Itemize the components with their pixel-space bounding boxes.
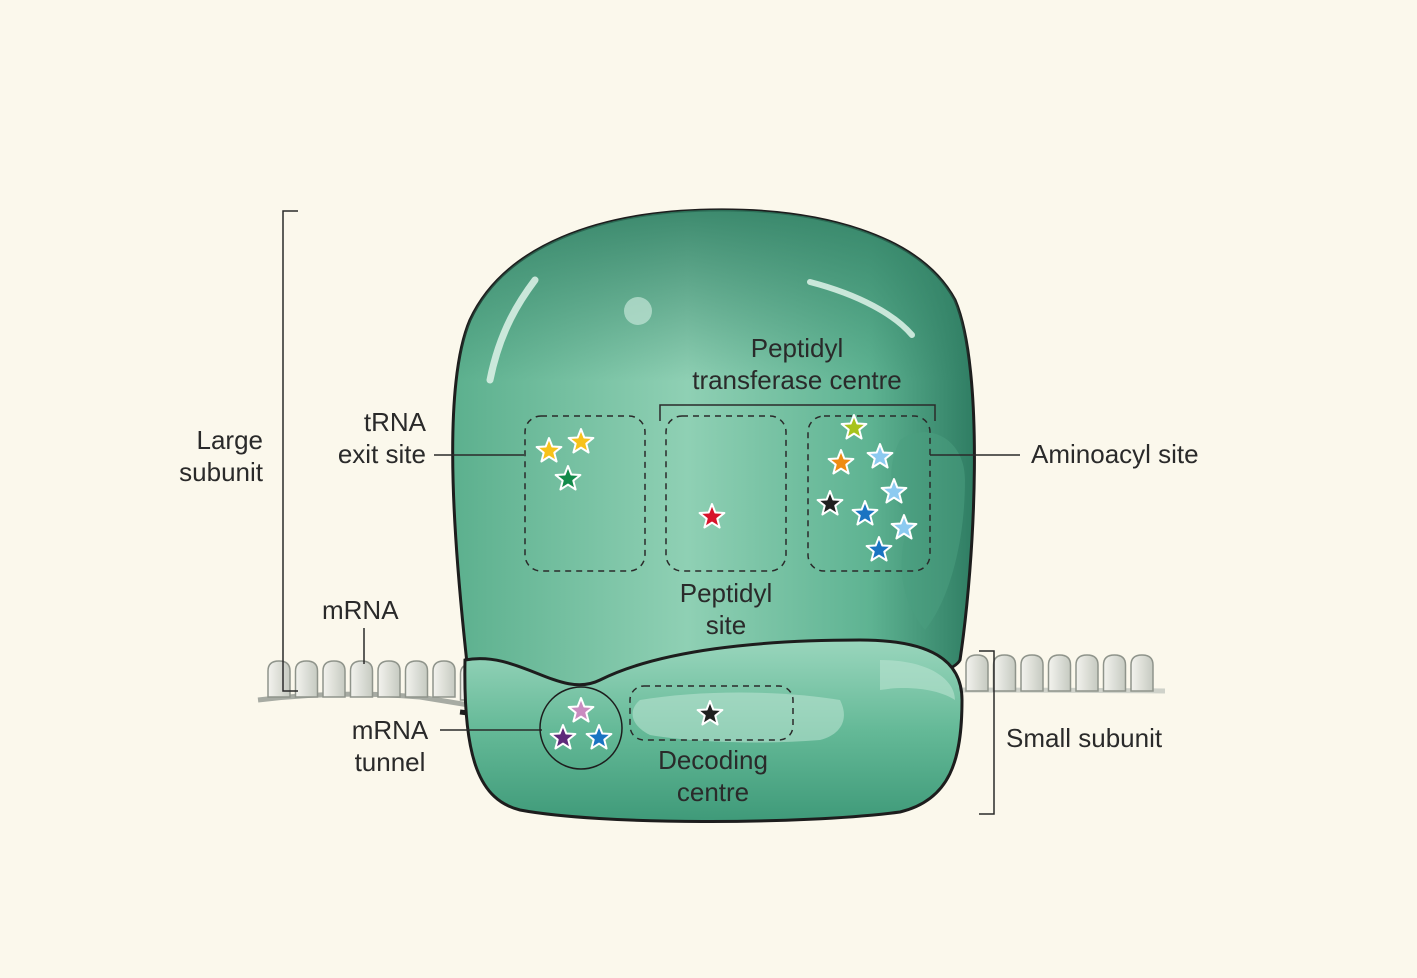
mrna-nucleotide xyxy=(294,660,319,698)
trna-exit-site-star xyxy=(554,465,582,491)
aminoacyl-site-star xyxy=(816,490,844,516)
aminoacyl-site-star xyxy=(851,500,879,526)
small-subunit-shape xyxy=(463,638,964,823)
mrna-tunnel-star xyxy=(585,724,613,750)
aminoacyl-site-star xyxy=(866,443,894,469)
annotation-lines xyxy=(282,210,1020,815)
peptidyl-site-label: Peptidyl site xyxy=(646,577,806,641)
aminoacyl-site-label: Aminoacyl site xyxy=(1031,439,1199,469)
aminoacyl-site-box xyxy=(807,415,931,572)
mrna-nucleotides-right xyxy=(965,654,1154,692)
mrna-nucleotide xyxy=(992,654,1017,692)
mrna-nucleotide xyxy=(1047,654,1072,692)
mrna-nucleotide xyxy=(1075,654,1099,692)
peptidyl-site-box xyxy=(665,415,787,572)
peptidyl-transferase-label-line2: transferase centre xyxy=(692,365,902,395)
mrna-nucleotide xyxy=(322,660,346,698)
decoding-centre-label-line2: centre xyxy=(676,777,750,807)
trna-exit-site-box xyxy=(524,415,646,572)
small-subunit-bracket xyxy=(979,650,995,815)
mrna-nucleotide xyxy=(404,660,429,698)
mrna-nucleotide xyxy=(432,660,456,698)
mrna-nucleotide xyxy=(1102,654,1127,692)
mrna-nucleotide xyxy=(965,654,989,692)
mrna-nucleotide xyxy=(267,660,291,698)
site-boxes xyxy=(524,415,931,741)
aminoacyl-site-star xyxy=(865,536,893,562)
trna-exit-site-star xyxy=(567,428,595,454)
decoding-centre-label: Decoding centre xyxy=(633,744,793,808)
mrna-nucleotide xyxy=(1130,654,1154,692)
mrna-nucleotide xyxy=(349,660,374,698)
mrna-tunnel-star xyxy=(567,697,595,723)
mrna-tunnel-label-line2: tunnel xyxy=(354,747,426,777)
peptidyl-site-star xyxy=(698,503,726,529)
large-subunit-bracket xyxy=(282,210,298,692)
decoding-centre-box xyxy=(629,685,794,741)
decoding-centre-star xyxy=(696,700,724,726)
trna-exit-site-label-line1: tRNA xyxy=(363,407,426,437)
large-subunit-label: Large subunit xyxy=(150,424,263,488)
peptidyl-transferase-label-line1: Peptidyl xyxy=(750,333,844,363)
large-subunit-label-line2: subunit xyxy=(179,457,263,487)
trna-exit-site-star xyxy=(535,437,563,463)
trna-exit-site-label-line2: exit site xyxy=(337,439,426,469)
peptidyl-site-label-line2: site xyxy=(705,610,747,640)
mrna-nucleotide xyxy=(1020,654,1044,692)
aminoacyl-site-star xyxy=(890,514,918,540)
peptidyl-site-label-line1: Peptidyl xyxy=(679,578,773,608)
site-stars xyxy=(535,414,918,750)
aminoacyl-site-star xyxy=(840,414,868,440)
mrna-tunnel-star xyxy=(549,724,577,750)
large-subunit-shape xyxy=(451,208,976,702)
aminoacyl-site-star xyxy=(880,478,908,504)
aminoacyl-site-star xyxy=(827,449,855,475)
peptidyl-transferase-bracket xyxy=(659,404,936,421)
large-subunit-label-line1: Large xyxy=(196,425,264,455)
mrna-tunnel-label-line1: mRNA xyxy=(351,715,429,745)
small-subunit-label: Small subunit xyxy=(1006,723,1163,753)
mrna-tunnel-label: mRNA tunnel xyxy=(330,714,450,778)
decoding-centre-label-line1: Decoding xyxy=(658,745,768,775)
mrna-label: mRNA xyxy=(322,595,399,625)
mrna-tunnel-circle xyxy=(539,686,623,770)
peptidyl-transferase-centre-label: Peptidyl transferase centre xyxy=(657,332,937,396)
trna-exit-site-label: tRNA exit site xyxy=(300,406,426,470)
mrna-nucleotide xyxy=(377,660,401,698)
